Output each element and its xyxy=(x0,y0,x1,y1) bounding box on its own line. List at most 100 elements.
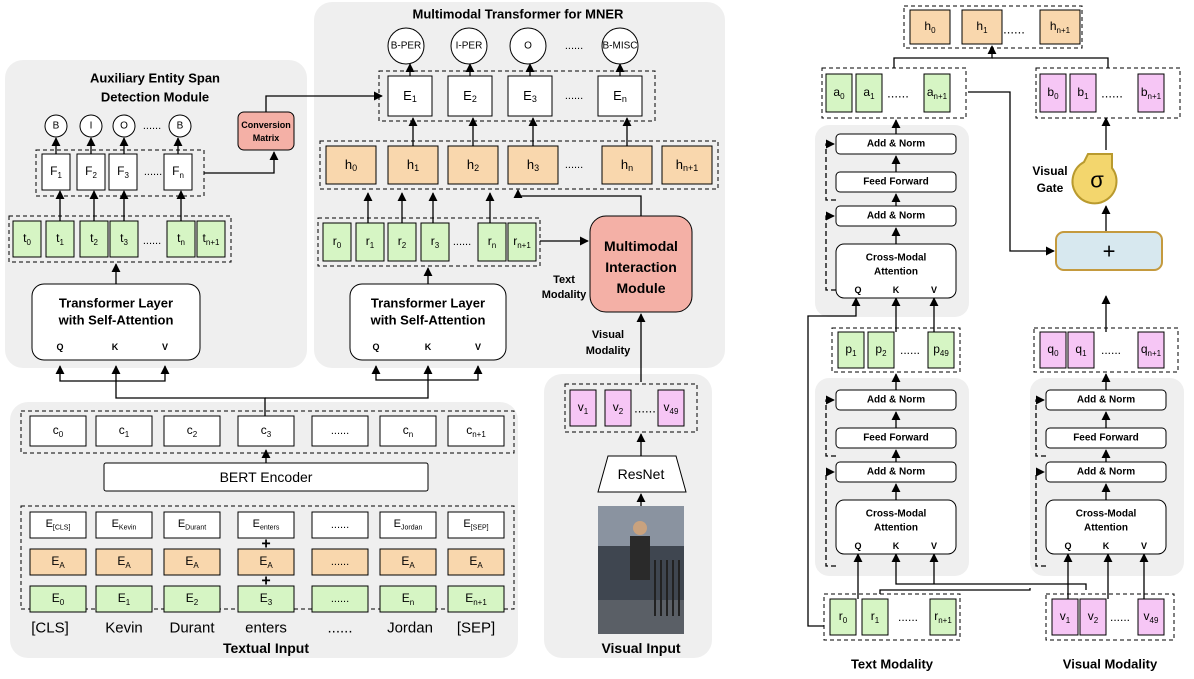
ellipsis: ...... xyxy=(453,236,471,248)
emb-word-box xyxy=(447,511,505,539)
photo-railing xyxy=(654,560,656,616)
emb-word-box-label: E[SEP] xyxy=(463,518,488,531)
emb-pos-box xyxy=(237,585,295,613)
e-box-label: E1 xyxy=(403,88,417,105)
qkv-label: V xyxy=(475,342,481,352)
bert-encoder-box xyxy=(103,462,429,492)
visual-gate-sigma xyxy=(1071,153,1118,205)
text-modality-label: Text xyxy=(553,274,575,286)
fusion-plus-sign: + xyxy=(1103,239,1116,264)
vb-add-norm-mid-label: Add & Norm xyxy=(1077,467,1135,478)
emb-seg-box-label: EA xyxy=(185,554,199,569)
b-box-label: b0 xyxy=(1047,85,1059,100)
mner-label-circle-label: I-PER xyxy=(456,41,483,52)
e-box-label: En xyxy=(613,88,627,105)
vb-feed-forward-label: Feed Forward xyxy=(1073,433,1139,444)
a-box xyxy=(855,73,883,113)
qkv-label: K xyxy=(112,342,119,352)
ellipsis: ...... xyxy=(331,519,349,531)
plus-sign: + xyxy=(261,573,270,590)
bio-dots: ...... xyxy=(143,120,161,132)
mner-title: Multimodal Transformer for MNER xyxy=(413,7,625,22)
resnet-label: ResNet xyxy=(618,466,665,482)
ellipsis: ...... xyxy=(1101,86,1123,101)
input-token: enters xyxy=(245,620,287,637)
h-box-label: hn xyxy=(621,157,633,174)
mner-label-circle xyxy=(387,27,425,65)
mner-transformer-box xyxy=(349,283,507,361)
h-top-box xyxy=(1039,9,1081,45)
bio-tag-circle xyxy=(168,114,192,138)
photo-ground xyxy=(598,600,684,634)
r-to-vb-line xyxy=(879,588,1031,594)
input-token: [SEP] xyxy=(457,620,495,637)
mner-label-circle-label: B-MISC xyxy=(603,41,638,52)
c-box xyxy=(29,415,87,447)
p-row-frame xyxy=(831,327,961,373)
aux-title: Detection Module xyxy=(101,90,209,105)
v-box xyxy=(569,389,597,427)
tb2-cross-attention-label: Attention xyxy=(874,523,918,534)
f-box-label: F1 xyxy=(50,164,62,179)
emb-word-box-label: EJordan xyxy=(394,518,423,531)
photo-railing xyxy=(666,560,668,616)
right-v-box xyxy=(1079,598,1107,636)
qkv-label: Q xyxy=(1064,541,1071,551)
emb-pos-box-label: E1 xyxy=(118,591,131,606)
qkv-label: Q xyxy=(854,285,861,295)
a-box-label: a1 xyxy=(863,85,875,100)
emb-word-box xyxy=(163,511,221,539)
r-to-tb1-q-arrow xyxy=(807,297,861,627)
t-box xyxy=(79,220,109,258)
tb2-add-norm-top xyxy=(835,389,957,411)
tb1-add-norm-mid-label: Add & Norm xyxy=(867,211,925,222)
tb2-residual xyxy=(825,395,836,457)
emb-pos-box-label: E3 xyxy=(260,591,273,606)
photo-railing xyxy=(660,560,662,616)
input-token: Durant xyxy=(169,620,215,637)
input-token: Kevin xyxy=(105,620,143,637)
ellipsis: ...... xyxy=(900,343,920,357)
emb-word-box xyxy=(379,511,437,539)
tb2-cross-attention xyxy=(835,499,957,555)
right-visual-modality-label: Visual Modality xyxy=(1063,657,1158,672)
h-box xyxy=(601,145,653,185)
bio-tag-circle-label: O xyxy=(120,121,128,132)
r-row-frame xyxy=(317,217,541,267)
bio-tag-circle xyxy=(44,114,68,138)
r-box xyxy=(322,222,352,262)
mim-title: Module xyxy=(617,280,666,296)
t-row-frame xyxy=(8,215,232,263)
ellipsis: ...... xyxy=(565,90,583,102)
right-r-box xyxy=(929,598,957,636)
r-box xyxy=(387,222,417,262)
p-box xyxy=(927,331,955,369)
emb-seg-box-label: EA xyxy=(259,554,273,569)
h-top-box xyxy=(909,9,951,45)
mim-title: Multimodal xyxy=(604,238,678,254)
conversion-to-e-arrow xyxy=(265,91,383,112)
r-box-label: r3 xyxy=(431,234,440,249)
v-box-label: v49 xyxy=(664,400,679,415)
bio-tag-circle xyxy=(112,114,136,138)
r-box-label: rn xyxy=(488,234,496,249)
emb-seg-box-label: EA xyxy=(117,554,131,569)
mim-to-h-arrow xyxy=(513,189,642,216)
c-row-frame xyxy=(20,410,515,454)
visual-modality-label: Visual xyxy=(592,329,624,341)
right-v-box xyxy=(1137,598,1165,636)
conversion-matrix-label: Conversion xyxy=(241,120,291,130)
emb-seg-box xyxy=(447,548,505,576)
a-box xyxy=(923,73,951,113)
e-box-label: E3 xyxy=(523,88,537,105)
b-box xyxy=(1039,73,1067,113)
h-top-box-label: h0 xyxy=(924,19,936,34)
h-top-frame xyxy=(903,5,1083,49)
r-box xyxy=(420,222,450,262)
tb2-add-norm-mid xyxy=(835,461,957,483)
b-box xyxy=(1069,73,1097,113)
t-box xyxy=(109,220,139,258)
r-box xyxy=(507,222,537,262)
h-box-label: h0 xyxy=(345,157,357,174)
tb1-residual xyxy=(825,139,836,201)
